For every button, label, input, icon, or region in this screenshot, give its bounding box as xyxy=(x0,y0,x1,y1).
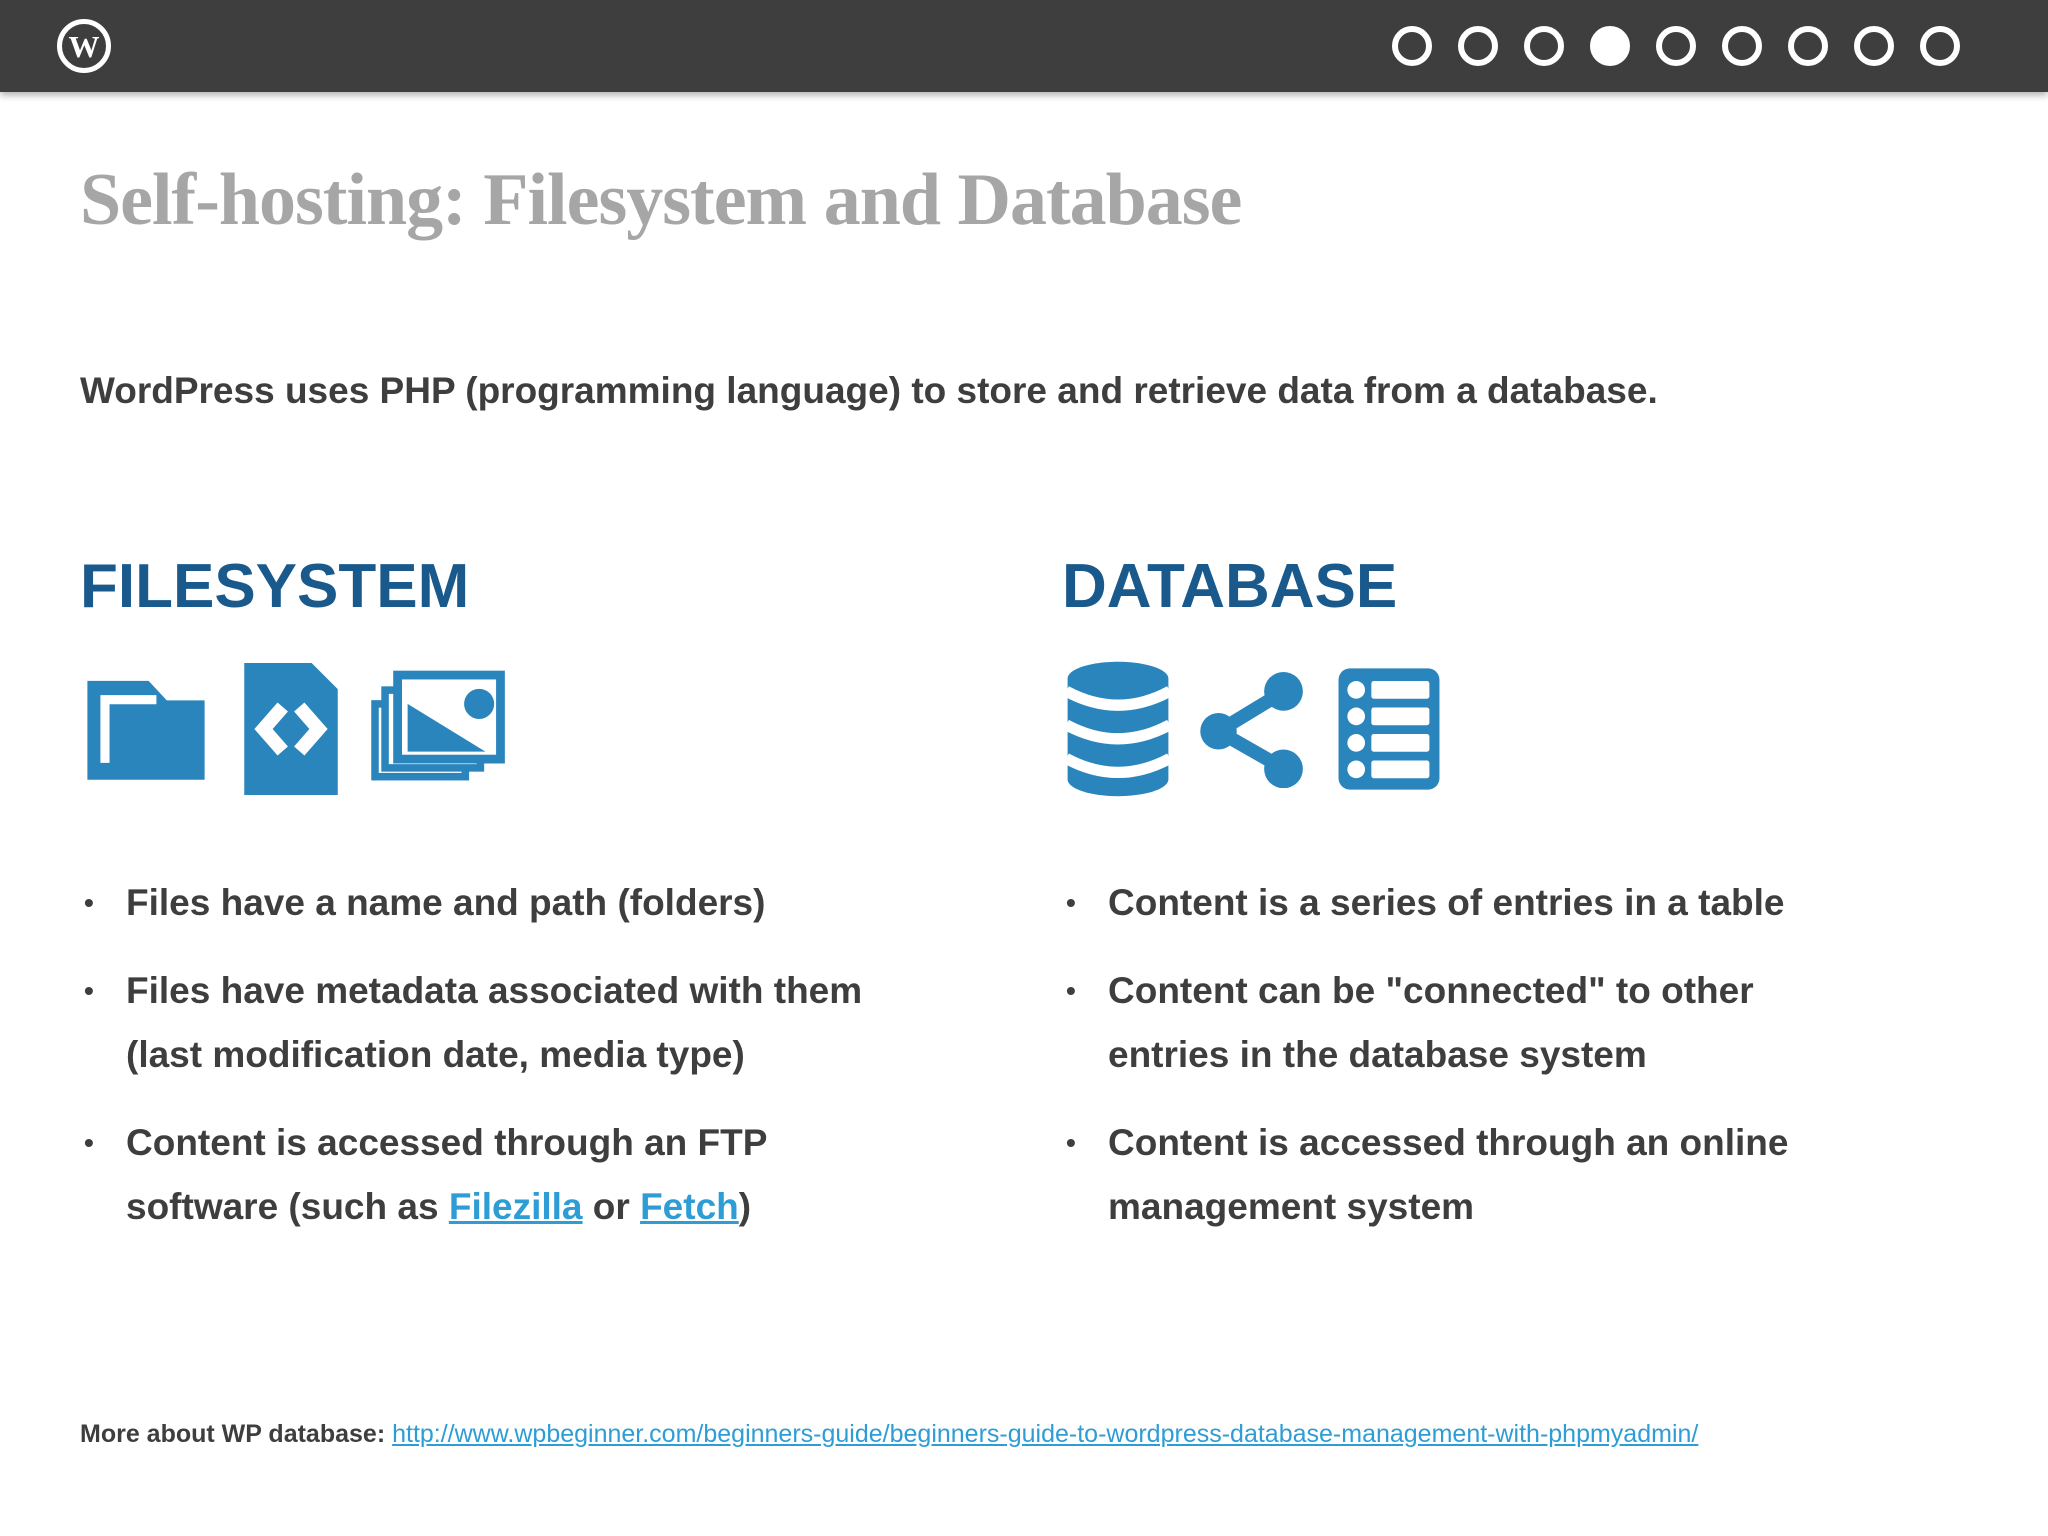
bullet-text: Content is a series of entries in a tabl… xyxy=(1108,882,1785,923)
inline-link[interactable]: Fetch xyxy=(640,1186,739,1227)
slide-subtitle: WordPress uses PHP (programming language… xyxy=(80,370,1658,411)
inline-link[interactable]: Filezilla xyxy=(448,1186,583,1227)
code-file-icon xyxy=(244,663,338,795)
bullet-text: Files have a name and path (folders) xyxy=(126,882,766,923)
bullet-marker: • xyxy=(84,975,94,1006)
progress-dot[interactable] xyxy=(1524,26,1564,66)
bullet-marker: • xyxy=(84,887,94,918)
footer-label: More about WP database: xyxy=(80,1420,386,1448)
share-nodes-icon xyxy=(1200,672,1303,788)
header-bar: W xyxy=(0,0,2048,92)
slide-progress-dots xyxy=(1392,26,1960,66)
progress-dot-active[interactable] xyxy=(1590,26,1630,66)
photo-stack-icon xyxy=(371,670,505,781)
filesystem-column: FILESYSTEM •Files have a name and xyxy=(80,545,1010,1263)
database-bullets: • Content is a series of entries in a tab… xyxy=(1062,871,2002,1239)
list-table-icon xyxy=(1338,668,1440,790)
progress-dot[interactable] xyxy=(1920,26,1960,66)
footer-note: More about WP database: http://www.wpbeg… xyxy=(80,1420,1698,1449)
filesystem-icons xyxy=(80,653,1010,805)
database-icon xyxy=(1063,661,1173,797)
progress-dot[interactable] xyxy=(1854,26,1894,66)
bullet-marker: • xyxy=(1066,975,1076,1006)
database-column: DATABASE xyxy=(1062,545,2002,1263)
bullet-marker: • xyxy=(1066,1127,1076,1158)
bullet-marker: • xyxy=(84,1127,94,1158)
bullet-item: • Files have metadata associated with the… xyxy=(80,959,1010,1087)
database-icons xyxy=(1062,653,2002,805)
progress-dot[interactable] xyxy=(1788,26,1828,66)
progress-dot[interactable] xyxy=(1722,26,1762,66)
bullet-item: • Files have a name and path (folders) xyxy=(80,871,1010,935)
progress-dot[interactable] xyxy=(1392,26,1432,66)
database-heading: DATABASE xyxy=(1062,552,1398,621)
bullet-marker: • xyxy=(1066,887,1076,918)
svg-text:W: W xyxy=(69,29,100,64)
footer-link[interactable]: http://www.wpbeginner.com/beginners-guid… xyxy=(392,1420,1699,1448)
bullet-item: • Content is a series of entries in a tab… xyxy=(1062,871,2002,935)
filesystem-bullets: • Files have a name and path (folders) • Fi… xyxy=(80,871,1010,1239)
page-title: Self-hosting: Filesystem and Database xyxy=(80,159,1242,241)
folder-icon xyxy=(87,680,205,780)
wordpress-logo-icon[interactable]: W xyxy=(56,18,112,74)
progress-dot[interactable] xyxy=(1458,26,1498,66)
bullet-text: Files have metadata associated with them… xyxy=(126,970,863,1075)
progress-dot[interactable] xyxy=(1656,26,1696,66)
filesystem-heading: FILESYSTEM xyxy=(80,552,470,621)
